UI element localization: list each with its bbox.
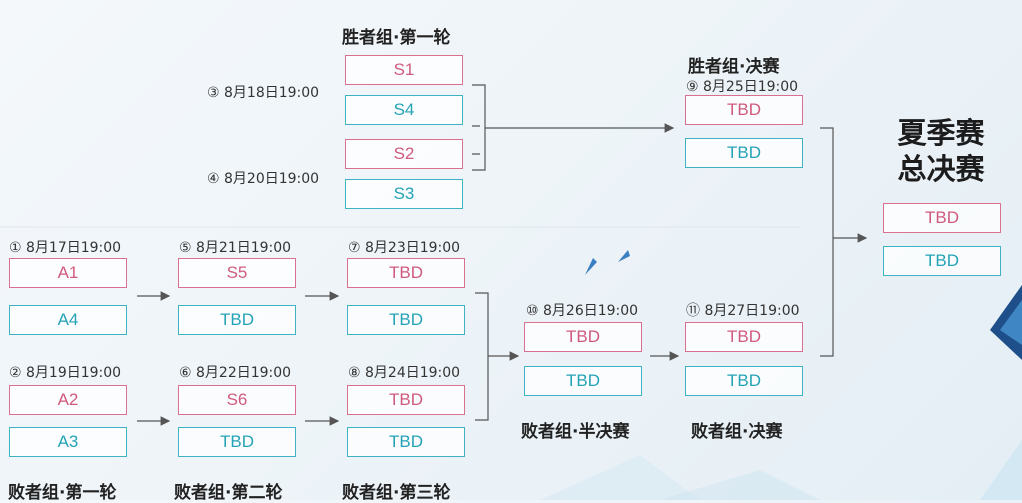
connector-match4 — [472, 125, 480, 155]
match9-bottom-slot[interactable]: TBD — [685, 138, 803, 168]
losers-round1-title: 败者组·第一轮 — [8, 483, 117, 503]
match11-bottom-slot[interactable]: TBD — [685, 366, 803, 396]
match11-top-slot[interactable]: TBD — [685, 322, 803, 352]
connector-match3 — [472, 84, 486, 171]
match2-top-slot[interactable]: A2 — [9, 385, 127, 415]
match1-date: ① 8月17日19:00 — [9, 240, 122, 256]
match6-top-slot[interactable]: S6 — [178, 385, 296, 415]
match6-date: ⑥ 8月22日19:00 — [179, 365, 292, 381]
match9-date: ⑨ 8月25日19:00 — [686, 79, 799, 95]
match2-bottom-slot[interactable]: A3 — [9, 427, 127, 457]
match8-top-slot[interactable]: TBD — [347, 385, 465, 415]
match5-top-slot[interactable]: S5 — [178, 258, 296, 288]
grand-final-title: 夏季赛 总决赛 — [880, 115, 1002, 187]
match3-date: ③ 8月18日19:00 — [207, 85, 320, 101]
match4-top-slot[interactable]: S2 — [345, 139, 463, 169]
match8-date: ⑧ 8月24日19:00 — [348, 365, 461, 381]
match8-bottom-slot[interactable]: TBD — [347, 427, 465, 457]
match7-bottom-slot[interactable]: TBD — [347, 305, 465, 335]
match5-bottom-slot[interactable]: TBD — [178, 305, 296, 335]
match3-bottom-slot[interactable]: S4 — [345, 95, 463, 125]
match10-bottom-slot[interactable]: TBD — [524, 366, 642, 396]
match1-top-slot[interactable]: A1 — [9, 258, 127, 288]
connector-round3 — [475, 292, 489, 421]
match11-date: ⑪ 8月27日19:00 — [686, 303, 800, 319]
match3-top-slot[interactable]: S1 — [345, 55, 463, 85]
losers-semifinal-title: 败者组·半决赛 — [521, 422, 630, 442]
winners-round1-title: 胜者组·第一轮 — [342, 28, 451, 48]
losers-final-title: 败者组·决赛 — [691, 422, 783, 442]
grand-final-bottom-slot[interactable]: TBD — [883, 246, 1001, 276]
match5-date: ⑤ 8月21日19:00 — [179, 240, 292, 256]
losers-round3-title: 败者组·第三轮 — [342, 483, 451, 503]
connector-winners-final — [820, 127, 834, 357]
match7-date: ⑦ 8月23日19:00 — [348, 240, 461, 256]
match10-date: ⑩ 8月26日19:00 — [526, 303, 639, 319]
winners-final-title: 胜者组·决赛 — [688, 57, 780, 77]
match7-top-slot[interactable]: TBD — [347, 258, 465, 288]
match4-bottom-slot[interactable]: S3 — [345, 179, 463, 209]
match6-bottom-slot[interactable]: TBD — [178, 427, 296, 457]
match10-top-slot[interactable]: TBD — [524, 322, 642, 352]
losers-round2-title: 败者组·第二轮 — [174, 483, 283, 503]
match1-bottom-slot[interactable]: A4 — [9, 305, 127, 335]
match9-top-slot[interactable]: TBD — [685, 95, 803, 125]
match4-date: ④ 8月20日19:00 — [207, 171, 320, 187]
grand-final-title-line1: 夏季赛 — [897, 116, 985, 150]
match2-date: ② 8月19日19:00 — [9, 365, 122, 381]
grand-final-title-line2: 总决赛 — [897, 152, 985, 186]
grand-final-top-slot[interactable]: TBD — [883, 203, 1001, 233]
